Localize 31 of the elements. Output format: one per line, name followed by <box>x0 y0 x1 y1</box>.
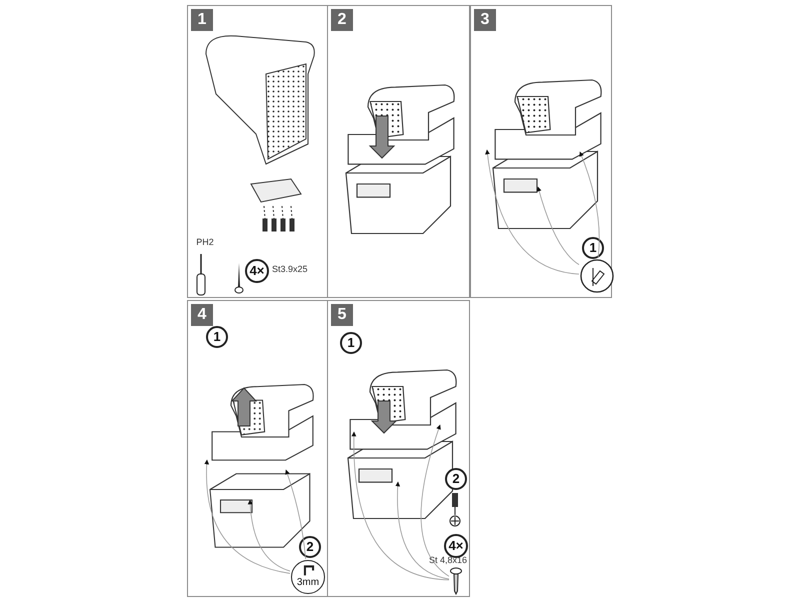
leader-line <box>352 432 450 580</box>
leader-line <box>420 424 450 577</box>
spec-label: St 4,8x16 <box>428 555 468 566</box>
callout-number: 2 <box>445 468 467 490</box>
tool-detail-circle <box>580 259 614 293</box>
leader-line <box>395 482 450 580</box>
step-panel <box>187 300 328 597</box>
leader-line <box>285 470 306 560</box>
spec-label: St3.9x25 <box>272 264 309 275</box>
step-number: 5 <box>331 304 353 326</box>
callout-number: 1 <box>582 237 604 259</box>
leader-line <box>204 460 290 574</box>
step-panel <box>187 5 328 298</box>
leader-line <box>485 150 580 275</box>
step-number: 1 <box>191 9 213 31</box>
spec-label: PH2 <box>195 237 215 248</box>
callout-number: 1 <box>206 326 228 348</box>
callout-number: 4× <box>444 534 468 558</box>
callout-number: 2 <box>299 536 321 558</box>
step-number: 2 <box>331 9 353 31</box>
step-panel <box>327 300 470 597</box>
leader-line <box>579 152 600 258</box>
leader-line <box>248 500 290 572</box>
step-number: 4 <box>191 304 213 326</box>
step-panel <box>327 5 470 298</box>
step-number: 3 <box>474 9 496 31</box>
callout-number: 4× <box>245 259 269 283</box>
leader-line <box>536 186 580 266</box>
screw-icon <box>450 567 462 595</box>
callout-number: 1 <box>340 332 362 354</box>
step-panel <box>470 5 612 298</box>
